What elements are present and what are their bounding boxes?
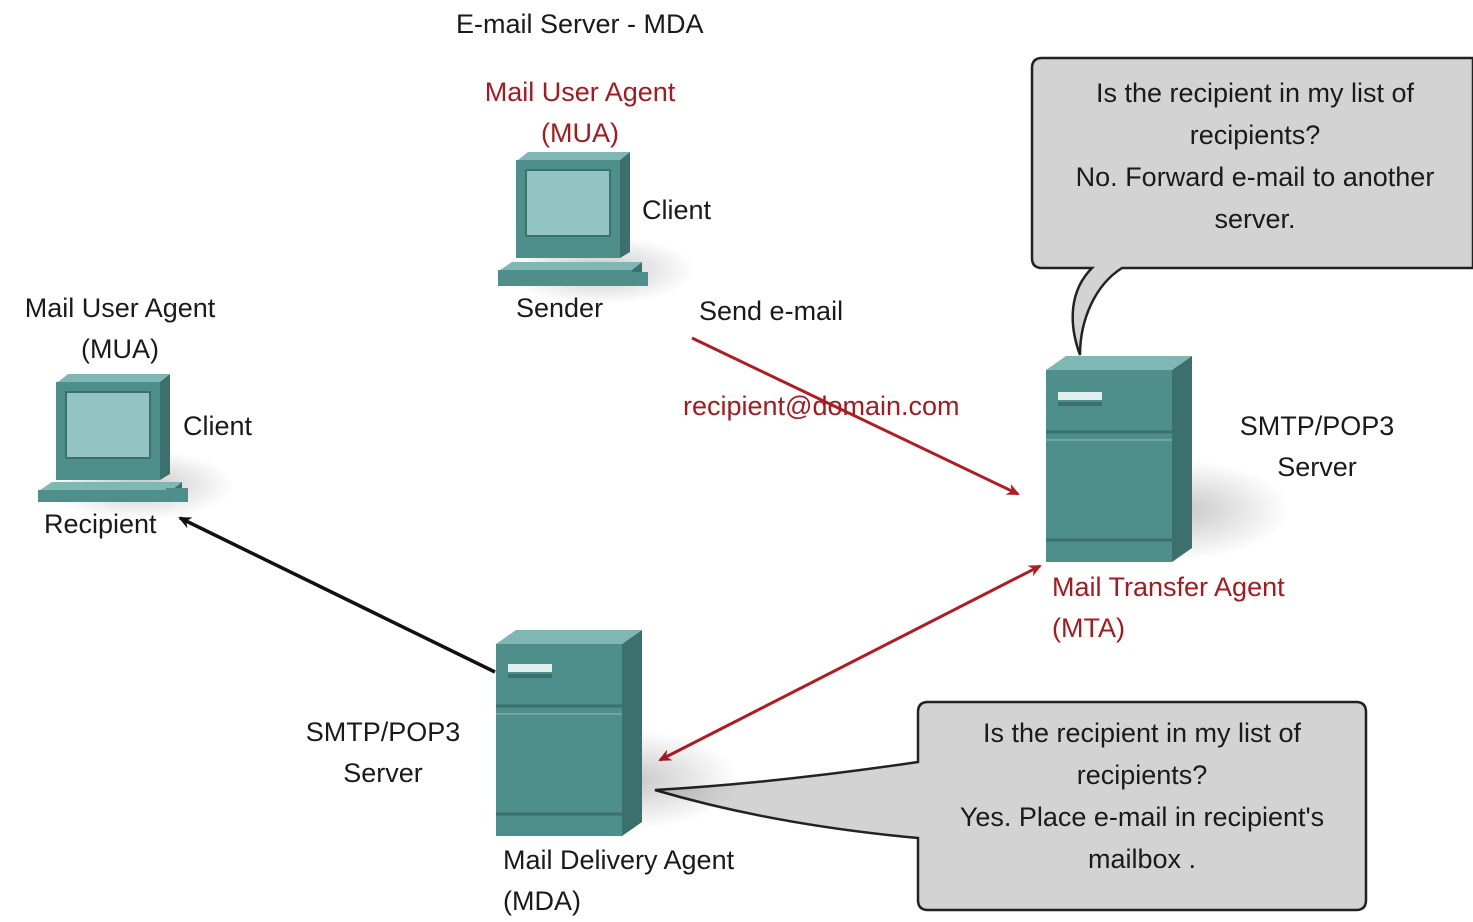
mda-bubble-line: recipients? <box>1076 760 1208 790</box>
diagram-title: E-mail Server - MDA <box>456 9 704 39</box>
mta-protocol-label: SMTP/POP3 Server <box>1222 406 1412 488</box>
mta-mda-arrow <box>658 564 1042 762</box>
recipient-computer-icon <box>38 374 235 520</box>
mta-protocol-line2: Server <box>1277 452 1357 482</box>
recipient-agent-line2: (MUA) <box>81 334 159 364</box>
recipient-address-label: recipient@domain.com <box>683 391 960 421</box>
mta-server-icon <box>1046 356 1290 562</box>
recipient-role-label: Client <box>183 411 253 441</box>
mta-speech-bubble <box>1030 56 1473 356</box>
sender-agent-label: Mail User Agent (MUA) <box>470 72 690 154</box>
mta-agent-line1: Mail Transfer Agent <box>1052 572 1285 602</box>
send-email-arrow <box>691 336 1020 496</box>
recipient-agent-label: Mail User Agent (MUA) <box>10 288 230 370</box>
mda-bubble-line: Is the recipient in my list of <box>982 718 1302 748</box>
mta-bubble-line: recipients? <box>1189 120 1321 150</box>
mda-agent-line2: (MDA) <box>503 886 581 916</box>
sender-agent-line2: (MUA) <box>541 118 619 148</box>
mda-bubble-line: Yes. Place e-mail in recipient's <box>959 802 1325 832</box>
send-email-label: Send e-mail <box>699 296 844 326</box>
mda-bubble-line: mailbox . <box>1087 844 1197 874</box>
sender-agent-line1: Mail User Agent <box>484 77 676 107</box>
mta-agent-label: Mail Transfer Agent (MTA) <box>1052 567 1285 649</box>
mda-agent-label: Mail Delivery Agent (MDA) <box>503 840 734 922</box>
mta-bubble-line: Is the recipient in my list of <box>1095 78 1415 108</box>
mda-protocol-line1: SMTP/POP3 <box>305 717 461 747</box>
sender-name-label: Sender <box>516 293 604 323</box>
mta-bubble-text: Is the recipient in my list of recipient… <box>1040 72 1470 240</box>
mta-protocol-line1: SMTP/POP3 <box>1239 411 1395 441</box>
mda-protocol-label: SMTP/POP3 Server <box>288 712 478 794</box>
sender-computer-icon <box>498 152 695 305</box>
deliver-arrow <box>178 516 496 674</box>
recipient-agent-line1: Mail User Agent <box>24 293 216 323</box>
mta-bubble-line: server. <box>1214 204 1296 234</box>
mda-protocol-line2: Server <box>343 758 423 788</box>
mda-server-icon <box>496 630 740 836</box>
recipient-name-label: Recipient <box>44 509 157 539</box>
mda-bubble-text: Is the recipient in my list of recipient… <box>922 712 1362 880</box>
mda-speech-bubble <box>654 700 1368 912</box>
sender-role-label: Client <box>642 195 712 225</box>
mta-agent-line2: (MTA) <box>1052 613 1125 643</box>
mda-agent-line1: Mail Delivery Agent <box>503 845 735 875</box>
mta-bubble-line: No. Forward e-mail to another <box>1075 162 1435 192</box>
